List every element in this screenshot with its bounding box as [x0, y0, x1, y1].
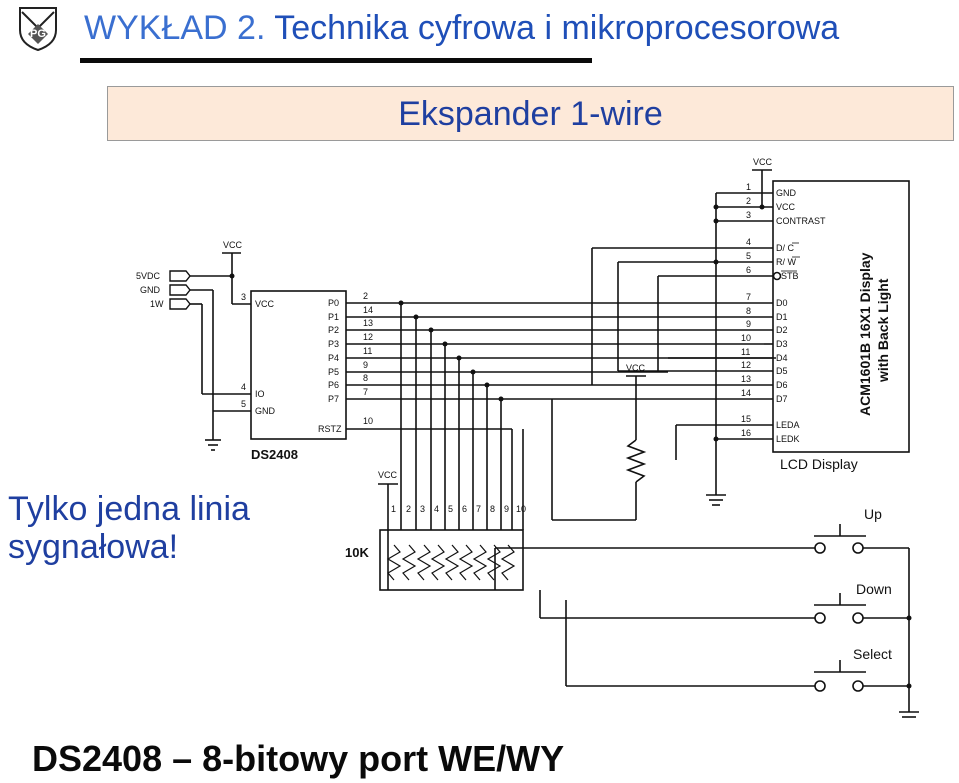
ds2408-pin-name: RSTZ: [318, 424, 342, 434]
ds2408-pin-num: 5: [241, 399, 246, 409]
ds2408-pin-name: P1: [328, 312, 339, 322]
resistor-network-label: 10K: [345, 545, 369, 560]
ds2408-pin-num: 12: [363, 332, 373, 342]
lcd-pin-name: LEDA: [776, 420, 800, 430]
rnet-pin-num: 9: [504, 504, 509, 514]
lcd-model-line2: with Back Light: [875, 278, 891, 383]
lcd-pin-num: 6: [746, 265, 751, 275]
rnet-pin-num: 3: [420, 504, 425, 514]
ds2408-pin-name: P3: [328, 339, 339, 349]
lcd-pin-name: D3: [776, 339, 788, 349]
lcd-caption: LCD Display: [780, 456, 858, 472]
rnet-pin-num: 10: [516, 504, 526, 514]
lcd-pin-num: 3: [746, 210, 751, 220]
logo-text: PG: [30, 28, 46, 40]
rnet-pin-num: 5: [448, 504, 453, 514]
course-title: Technika cyfrowa i mikroprocesorowa: [274, 9, 840, 47]
ds2408-pin-name: P4: [328, 353, 339, 363]
logo-shield-icon: PG: [19, 7, 57, 52]
footer-caption: DS2408 – 8-bitowy port WE/WY: [32, 738, 565, 779]
lcd-pin-num: 7: [746, 292, 751, 302]
lcd-pin-name: D/ C: [776, 243, 795, 253]
vcc-label-lcd: VCC: [753, 157, 773, 167]
ds2408-chip-name: DS2408: [251, 447, 298, 462]
lcd-pin-num: 11: [741, 347, 750, 357]
note-line-1: Tylko jedna linia: [8, 490, 250, 528]
lcd-pin-name: VCC: [776, 202, 796, 212]
connector-1w-label: 1W: [150, 299, 164, 309]
lcd-pin-name: D2: [776, 325, 788, 335]
rnet-pin-num: 4: [434, 504, 439, 514]
lcd-pin-num: 13: [741, 374, 751, 384]
ds2408-pin-name: IO: [255, 389, 265, 399]
ds2408-pin-num: 8: [363, 373, 368, 383]
lcd-pin-num: 16: [741, 428, 751, 438]
lcd-pin-num: 1: [746, 182, 751, 192]
lcd-pin-num: 12: [741, 360, 751, 370]
lcd-pin-num: 9: [746, 319, 751, 329]
rnet-pin-num: 1: [391, 504, 396, 514]
ds2408-pin-num: 10: [363, 416, 373, 426]
button-up-label: Up: [864, 506, 882, 522]
ds2408-pin-name: P0: [328, 298, 339, 308]
lcd-pin-num: 15: [741, 414, 751, 424]
lcd-pin-name: LEDK: [776, 434, 800, 444]
note-line-2: sygnałowa!: [8, 528, 179, 566]
rnet-pin-num: 2: [406, 504, 411, 514]
rnet-pin-num: 7: [476, 504, 481, 514]
button-down-label: Down: [856, 581, 892, 597]
ds2408-pin-name: P6: [328, 380, 339, 390]
lcd-pin-num: 5: [746, 251, 751, 261]
connector-5vdc-label: 5VDC: [136, 271, 161, 281]
lecture-number: WYKŁAD 2.: [84, 9, 266, 47]
lcd-pin-name: D6: [776, 380, 788, 390]
university-logo: PG: [14, 4, 62, 52]
ds2408-pin-num: 14: [363, 305, 373, 315]
lcd-pin-num: 14: [741, 388, 751, 398]
signal-line-note: Tylko jedna linia sygnałowa!: [8, 490, 250, 566]
ds2408-pin-num: 2: [363, 291, 368, 301]
lcd-pin-num: 2: [746, 196, 751, 206]
rnet-pin-num: 8: [490, 504, 495, 514]
ds2408-pin-num: 11: [363, 346, 372, 356]
vcc-label-pullup: VCC: [626, 363, 646, 373]
lcd-pin-name: R/ W: [776, 257, 797, 267]
vcc-label-network: VCC: [378, 470, 398, 480]
lcd-pin-num: 10: [741, 333, 751, 343]
lcd-pin-num: 8: [746, 306, 751, 316]
lcd-model-line1: ACM1601B 16X1 Display: [857, 252, 873, 416]
ds2408-pin-name: VCC: [255, 299, 275, 309]
slide-title: Ekspander 1-wire: [398, 95, 663, 133]
ds2408-pin-num: 3: [241, 292, 246, 302]
ds2408-pin-name: P7: [328, 394, 339, 404]
ds2408-pin-num: 4: [241, 382, 246, 392]
header-title: WYKŁAD 2. Technika cyfrowa i mikroproces…: [84, 8, 839, 48]
ds2408-pin-name: GND: [255, 406, 276, 416]
button-select-label: Select: [853, 646, 892, 662]
ds2408-pin-name: P5: [328, 367, 339, 377]
header-rule: [80, 58, 592, 63]
connector-gnd-label: GND: [140, 285, 161, 295]
lcd-pin-name: STB: [781, 271, 799, 281]
ds2408-pin-name: P2: [328, 325, 339, 335]
rnet-pin-num: 6: [462, 504, 467, 514]
lcd-pin-name: D7: [776, 394, 788, 404]
lcd-pin-name: GND: [776, 188, 797, 198]
lcd-pin-name: D1: [776, 312, 788, 322]
ds2408-pin-num: 13: [363, 318, 373, 328]
lcd-pin-name: D4: [776, 353, 788, 363]
slide-title-box: [107, 86, 954, 141]
ds2408-pin-num: 7: [363, 387, 368, 397]
lcd-pin-name: CONTRAST: [776, 216, 826, 226]
lcd-pin-name: D5: [776, 366, 788, 376]
lcd-pin-name: D0: [776, 298, 788, 308]
ds2408-pin-num: 9: [363, 360, 368, 370]
lcd-pin-num: 4: [746, 237, 751, 247]
vcc-label-left: VCC: [223, 240, 243, 250]
